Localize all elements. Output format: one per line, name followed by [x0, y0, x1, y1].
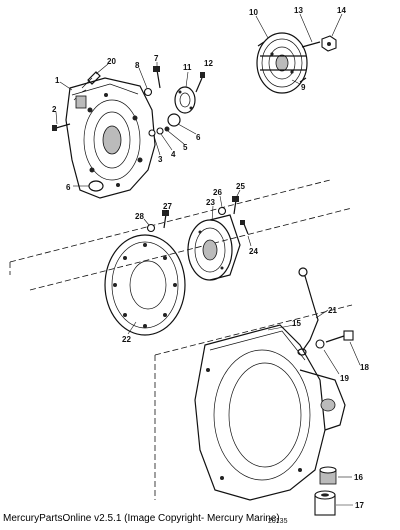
spacer-part-17: [314, 490, 336, 516]
label-part-18: 18: [360, 363, 369, 372]
washer-part-28: [146, 223, 156, 233]
label-part-6-lower: 6: [66, 183, 71, 192]
label-part-20: 20: [107, 57, 116, 66]
label-part-13: 13: [294, 6, 303, 15]
coupler-plate-part: [104, 234, 186, 336]
adapter-flange-part: [174, 86, 196, 114]
label-part-5: 5: [183, 143, 188, 152]
label-part-8: 8: [135, 61, 140, 70]
label-part-1: 1: [55, 76, 60, 85]
ground-cable-part: [297, 267, 319, 356]
label-part-9: 9: [301, 83, 306, 92]
label-part-17: 17: [355, 501, 364, 510]
bolt-part-2: [52, 123, 71, 131]
label-part-27: 27: [163, 202, 172, 211]
flywheel-housing-part: [194, 324, 346, 501]
label-part-16: 16: [354, 473, 363, 482]
nut-part-14: [321, 35, 337, 52]
bolt-part-7: [153, 66, 161, 89]
section-divider-lines: [9, 179, 353, 500]
copyright-footer: MercuryPartsOnline v2.5.1 (Image Copyrig…: [3, 513, 280, 524]
label-part-25: 25: [236, 182, 245, 191]
drive-coupler-part: [187, 214, 241, 281]
label-part-22: 22: [122, 335, 131, 344]
image-code: 20135: [268, 518, 288, 525]
label-part-2: 2: [52, 105, 57, 114]
label-part-4: 4: [171, 150, 176, 159]
pulley-part: [256, 32, 308, 94]
washer-part-26: [217, 206, 227, 216]
bolt-part-18: [325, 330, 354, 343]
label-part-12: 12: [204, 59, 213, 68]
label-part-14: 14: [337, 6, 346, 15]
upper-housing-part: [65, 77, 156, 199]
fitting-part: [81, 71, 101, 89]
washer-part-19: [315, 339, 325, 349]
o-ring-lower: [88, 180, 104, 192]
label-part-23: 23: [206, 198, 215, 207]
label-part-10: 10: [249, 8, 258, 17]
o-ring-upper: [167, 113, 181, 127]
small-hardware-parts: [148, 126, 170, 137]
bolt-part-25: [232, 196, 239, 215]
mount-part-16: [319, 466, 337, 485]
label-part-11: 11: [183, 63, 192, 72]
bolt-part-27: [162, 210, 169, 229]
part-labels: 1 2 3 4 5 6 6 7 8 9 10 11 12 13 14 15 16…: [52, 6, 369, 525]
label-part-21: 21: [328, 306, 337, 315]
label-part-26: 26: [213, 188, 222, 197]
label-part-6-upper: 6: [196, 133, 201, 142]
screw-part-12: [195, 72, 205, 93]
label-part-24: 24: [249, 247, 258, 256]
washer-part-8: [143, 87, 153, 97]
label-part-15: 15: [292, 319, 301, 328]
leader-lines: [55, 13, 361, 506]
label-part-7: 7: [154, 54, 159, 63]
label-part-28: 28: [135, 212, 144, 221]
label-part-3: 3: [158, 155, 163, 164]
screw-part-24: [240, 220, 249, 235]
label-part-19: 19: [340, 374, 349, 383]
bolt-part-13: [301, 41, 321, 48]
